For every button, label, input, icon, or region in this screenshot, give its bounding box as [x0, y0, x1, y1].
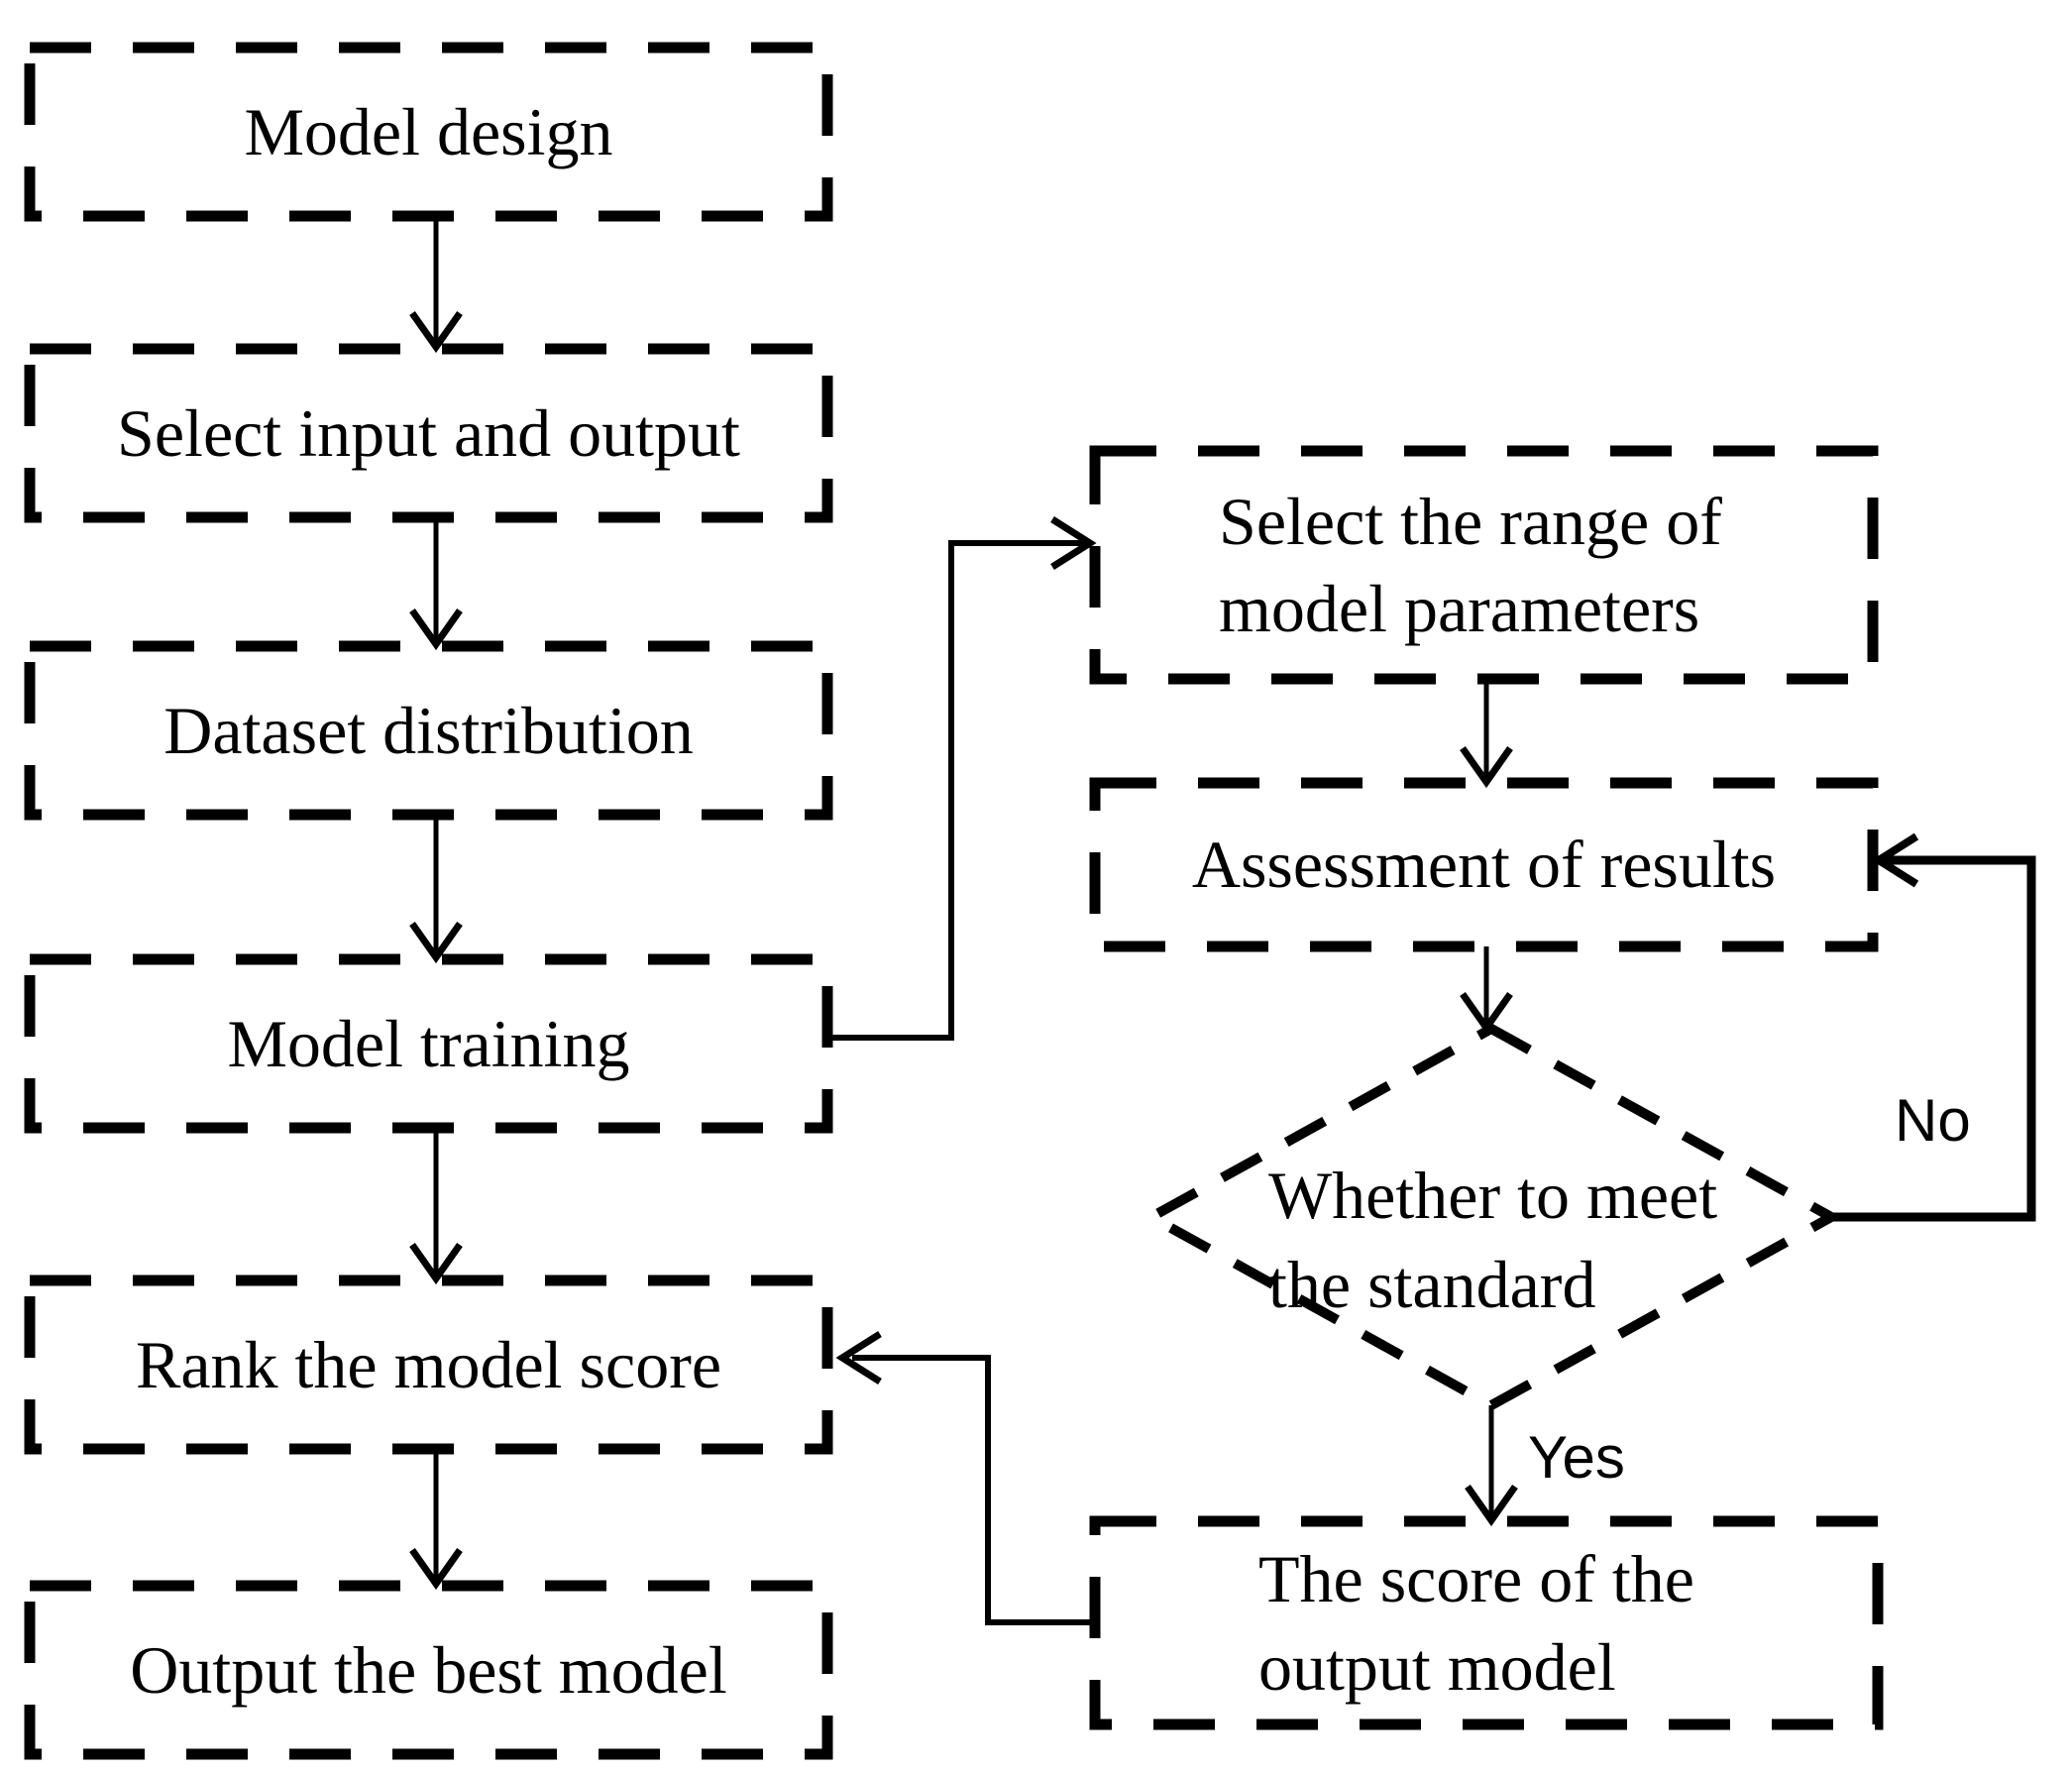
right-column-arrows	[1460, 679, 1518, 1527]
decision-diamond	[1141, 1023, 1842, 1411]
arrowhead-no-loop	[1871, 832, 1919, 888]
select-input-output-box	[24, 343, 833, 523]
arrowhead-training-to-range	[1050, 516, 1097, 570]
arrowhead-select-to-dataset	[409, 608, 463, 651]
decision-label-line2: the standard	[1268, 1246, 1596, 1322]
score-output-label: The score of the output model	[1095, 1521, 1878, 1724]
connector-decision-no-loop	[1831, 855, 2036, 1222]
output-best-model-box	[24, 1580, 833, 1760]
rank-model-score-label: Rank the model score	[135, 1326, 722, 1402]
select-input-output-label: Select input and output	[117, 394, 740, 471]
edge-label-yes: Yes	[1528, 1424, 1625, 1491]
edge-label-no: No	[1895, 1087, 1971, 1154]
connector-score-to-rank	[852, 1355, 1095, 1625]
model-training-label: Model training	[227, 1005, 630, 1081]
model-design-label: Model design	[244, 93, 613, 169]
arrowhead-assessment-to-decision	[1460, 991, 1513, 1035]
select-range-label: Select the range of model parameters	[1095, 451, 1873, 679]
decision-label: Whether to meet the standard	[1268, 1152, 1717, 1330]
arrowhead-design-to-select	[409, 310, 463, 354]
dataset-distribution-label: Dataset distribution	[164, 692, 694, 768]
left-column-arrows	[409, 216, 463, 1591]
select-range-label-line1: Select the range of	[1219, 483, 1722, 559]
rank-model-score-box	[24, 1275, 833, 1455]
dataset-distribution-box	[24, 640, 833, 821]
score-output-label-line2: output model	[1258, 1628, 1616, 1705]
select-range-label-line2: model parameters	[1219, 571, 1700, 646]
arrowhead-rank-to-output	[409, 1547, 463, 1591]
model-training-box	[24, 953, 833, 1134]
arrowhead-range-to-assessment	[1460, 745, 1513, 789]
arrowhead-score-to-rank	[835, 1331, 882, 1385]
arrowhead-dataset-to-training	[409, 921, 463, 964]
arrowhead-training-to-rank	[409, 1242, 463, 1285]
decision-label-line1: Whether to meet	[1268, 1158, 1718, 1233]
assessment-label: Assessment of results	[1191, 827, 1777, 903]
arrowhead-decision-yes-to-score	[1465, 1484, 1518, 1527]
assessment-box	[1089, 777, 1879, 952]
output-best-model-label: Output the best model	[130, 1631, 727, 1708]
connector-training-to-range	[827, 540, 1086, 1041]
model-design-box	[24, 42, 833, 222]
score-output-label-line1: The score of the	[1258, 1541, 1694, 1617]
